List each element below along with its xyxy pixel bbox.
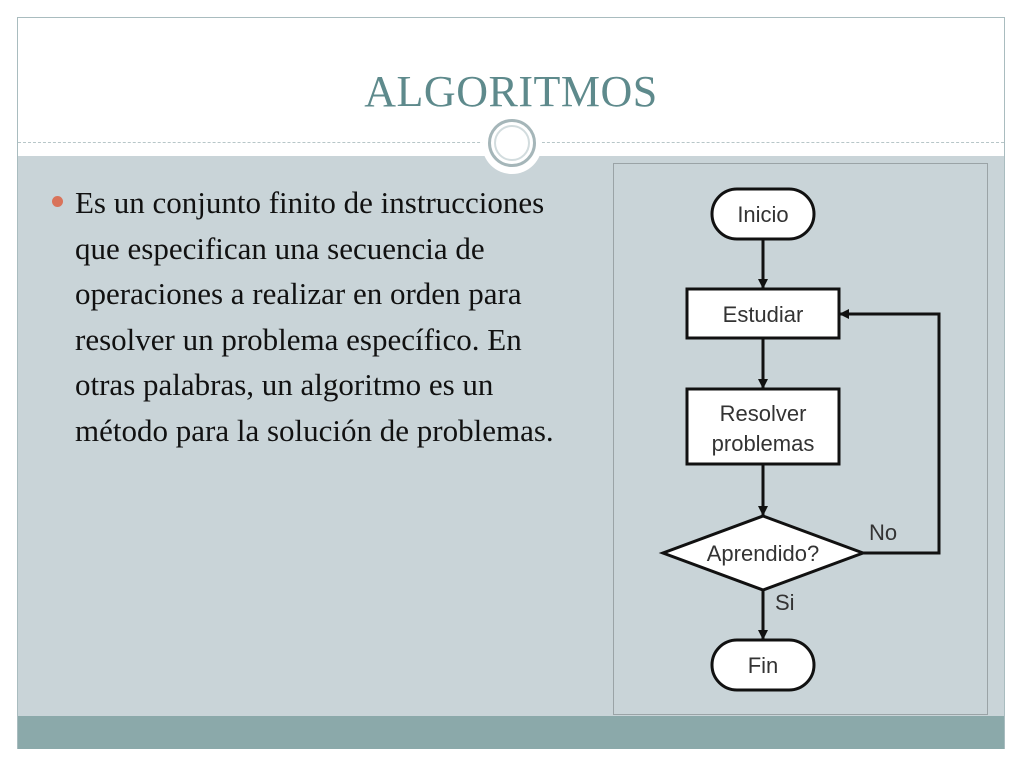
solve-process — [685, 387, 841, 466]
end-label: Fin — [748, 653, 779, 678]
decision-label: Aprendido? — [707, 541, 820, 566]
bullet-dot-icon — [52, 196, 63, 207]
start-label: Inicio — [737, 202, 788, 227]
start-terminator — [710, 187, 816, 241]
slide-title: ALGORITMOS — [364, 67, 658, 116]
flowchart-svg: Inicio Estudiar Resolver problemas Apren… — [658, 187, 941, 692]
solve-label-line2: problemas — [712, 431, 815, 456]
ornament-ring-inner — [494, 125, 530, 161]
no-label: No — [869, 520, 897, 545]
end-terminator — [710, 638, 816, 692]
bullet-text: Es un conjunto finito de instrucciones q… — [75, 185, 554, 448]
flowchart-figure: Inicio Estudiar Resolver problemas Apren… — [613, 163, 988, 715]
learned-decision — [658, 514, 868, 592]
study-process — [685, 287, 841, 340]
study-label: Estudiar — [723, 302, 804, 327]
arrow-no-loop — [839, 309, 941, 555]
yes-label: Si — [775, 590, 795, 615]
footer-bar — [18, 716, 1004, 749]
solve-label-line1: Resolver — [720, 401, 807, 426]
